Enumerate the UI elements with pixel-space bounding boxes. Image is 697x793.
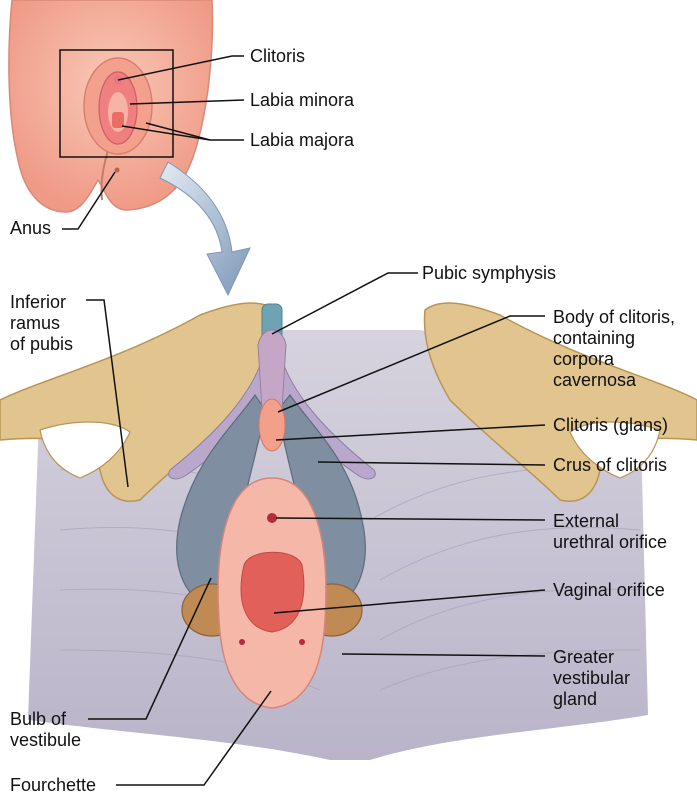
label-inferior-ramus-line-2: ramus <box>10 313 73 334</box>
external-urethral-orifice <box>267 513 277 523</box>
label-clitoris: Clitoris <box>250 46 305 67</box>
label-body-of-clitoris-line-1: Body of clitoris, <box>553 307 675 328</box>
leader-pubic-symphysis <box>272 273 418 334</box>
label-labia-minora: Labia minora <box>250 90 354 111</box>
anus-inset <box>115 168 120 173</box>
zoom-arrow-icon <box>160 162 250 295</box>
label-inferior-ramus: Inferior ramus of pubis <box>10 292 73 355</box>
clitoris-glans <box>259 399 285 451</box>
label-inferior-ramus-line-3: of pubis <box>10 334 73 355</box>
label-bulb-line-1: Bulb of <box>10 709 81 730</box>
label-labia-majora: Labia majora <box>250 130 354 151</box>
label-bulb-of-vestibule: Bulb of vestibule <box>10 709 81 751</box>
label-urethral-line-2: urethral orifice <box>553 532 667 553</box>
left-gland-duct-opening <box>239 639 245 645</box>
label-body-of-clitoris-line-4: cavernosa <box>553 370 675 391</box>
label-inferior-ramus-line-1: Inferior <box>10 292 73 313</box>
label-greater-vestibular-gland: Greater vestibular gland <box>553 647 630 710</box>
label-bulb-line-2: vestibule <box>10 730 81 751</box>
label-body-of-clitoris-line-2: containing <box>553 328 675 349</box>
label-anus: Anus <box>10 218 51 239</box>
label-external-urethral-orifice: External urethral orifice <box>553 511 667 553</box>
label-vaginal-orifice: Vaginal orifice <box>553 580 665 601</box>
label-body-of-clitoris: Body of clitoris, containing corpora cav… <box>553 307 675 391</box>
label-gland-line-3: gland <box>553 689 630 710</box>
label-body-of-clitoris-line-3: corpora <box>553 349 675 370</box>
label-urethral-line-1: External <box>553 511 667 532</box>
label-crus-of-clitoris: Crus of clitoris <box>553 455 667 476</box>
right-gland-duct-opening <box>299 639 305 645</box>
vaginal-orifice <box>241 552 304 632</box>
label-gland-line-2: vestibular <box>553 668 630 689</box>
label-gland-line-1: Greater <box>553 647 630 668</box>
label-fourchette: Fourchette <box>10 775 96 793</box>
label-clitoris-glans: Clitoris (glans) <box>553 415 668 436</box>
label-pubic-symphysis: Pubic symphysis <box>422 263 556 284</box>
